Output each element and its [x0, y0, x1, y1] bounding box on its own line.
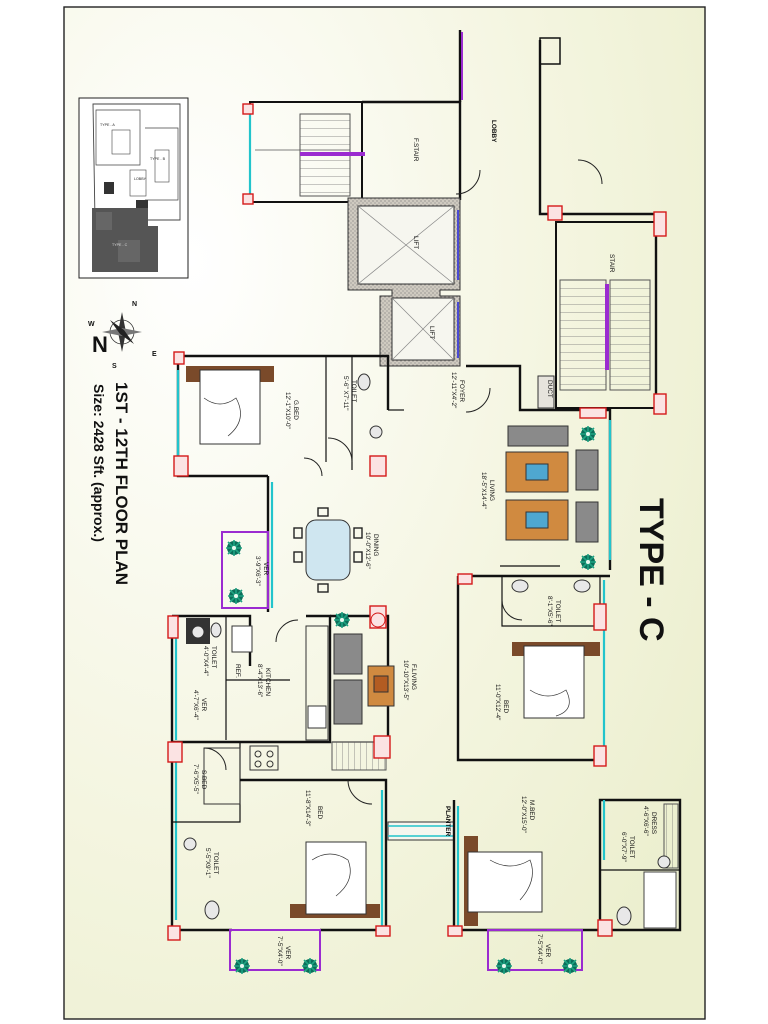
- dim-dining: 10'-0"X12'-6": [364, 532, 371, 569]
- label-lobby: LOBBY: [490, 120, 497, 143]
- dim-dress: 4'-6"X6'-6": [642, 806, 649, 836]
- floor-plan-size: Size: 2428 Sft. (approx.): [91, 384, 107, 542]
- label-gbed: G.BED: [292, 400, 299, 420]
- furniture: [183, 366, 671, 926]
- key-plan: TYPE - A TYPE - B TYPE - C LOBBY: [78, 97, 189, 279]
- dim-kitchen: 8'-4"X13'-6": [256, 664, 263, 697]
- label-toilet-3: TOILET: [210, 646, 217, 668]
- dim-mbed: 12'-0"X15'-0": [520, 796, 527, 833]
- label-fstair: F.STAIR: [412, 138, 419, 162]
- keyplan-label-b: TYPE - B: [150, 157, 166, 161]
- label-ver-4: VER: [544, 944, 551, 958]
- compass-n: N: [132, 301, 137, 308]
- label-ver-2: VER: [200, 698, 207, 712]
- label-lift-1: LIFT: [412, 236, 419, 249]
- label-toilet-4: TOILET: [212, 852, 219, 874]
- compass-w: W: [88, 321, 95, 328]
- compass-big-n: N: [92, 332, 108, 357]
- dim-bed-1: 11'-0"X12'-4": [494, 684, 501, 720]
- label-foyer: FOYER: [458, 380, 465, 402]
- compass-s: S: [112, 363, 117, 370]
- keyplan-label-c: TYPE - C: [112, 243, 128, 247]
- label-toilet-2: TOILET: [554, 600, 561, 622]
- dim-sbed: 7'-6"X5'-5": [192, 764, 199, 794]
- dim-toilet-3: 4'-0"X4'-4": [202, 646, 209, 676]
- dim-bed-2: 11'-8"X14'-3": [304, 790, 311, 826]
- dim-foyer: 12'-11"X4'-2": [450, 372, 457, 408]
- dim-toilet-4: 5'-5"X9'-1": [204, 848, 211, 878]
- label-bed-1: BED: [502, 700, 509, 714]
- label-mbed: M.BED: [528, 800, 535, 821]
- label-living: LIVING: [488, 480, 495, 501]
- dim-living: 18'-5"X14'-4": [480, 472, 487, 509]
- dim-ver-2: 4'-7"X6'-4": [192, 690, 199, 720]
- room-labels: G.BED 12'-1"X10'-0" TOILET 5'-6" X7'-11"…: [192, 372, 657, 966]
- label-toilet-1: TOILET: [350, 380, 357, 402]
- label-lift-2: LIFT: [428, 326, 435, 339]
- dim-ver-3: 7'-5"X4'-0": [276, 936, 283, 966]
- dim-ver-4: 7'-5"X4'-0": [536, 934, 543, 964]
- dim-toilet-2: 8'-1"X5'-6": [546, 596, 553, 626]
- label-toilet-5: TOILET: [628, 836, 635, 858]
- dim-toilet-5: 6'-0"X7'-9": [620, 832, 627, 862]
- keyplan-label-lobby: LOBBY: [134, 177, 147, 181]
- north-compass: N W E S N: [88, 301, 157, 370]
- label-ver-1: VER: [262, 562, 269, 576]
- label-duct: DUCT: [546, 380, 553, 398]
- dim-ver-1: 3'-9"X6'-3": [254, 556, 261, 586]
- dim-gbed: 12'-1"X10'-0": [284, 392, 291, 429]
- label-fliving: F.LIVING: [410, 664, 417, 690]
- label-ver-3: VER: [284, 946, 291, 960]
- label-dining: DINING: [372, 534, 379, 556]
- floor-plan-title: 1ST - 12TH FLOOR PLAN: [112, 382, 131, 585]
- type-title: TYPE - C: [632, 498, 670, 642]
- dim-fliving: 10'-10"X13'-5": [402, 660, 409, 700]
- label-sbed: S.BED: [200, 770, 207, 790]
- label-ref: REF.: [234, 664, 241, 678]
- compass-e: E: [152, 351, 157, 358]
- structural-columns: [167, 103, 667, 941]
- dim-toilet-1: 5'-6" X7'-11": [342, 376, 349, 411]
- label-planter: PLANTER: [444, 806, 451, 837]
- label-bed-2: BED: [316, 806, 323, 820]
- label-dress: DRESS: [650, 812, 657, 834]
- label-stair: STAIR: [608, 254, 615, 273]
- label-kitchen: KITCHEN: [264, 668, 271, 696]
- keyplan-label-a: TYPE - A: [100, 123, 115, 127]
